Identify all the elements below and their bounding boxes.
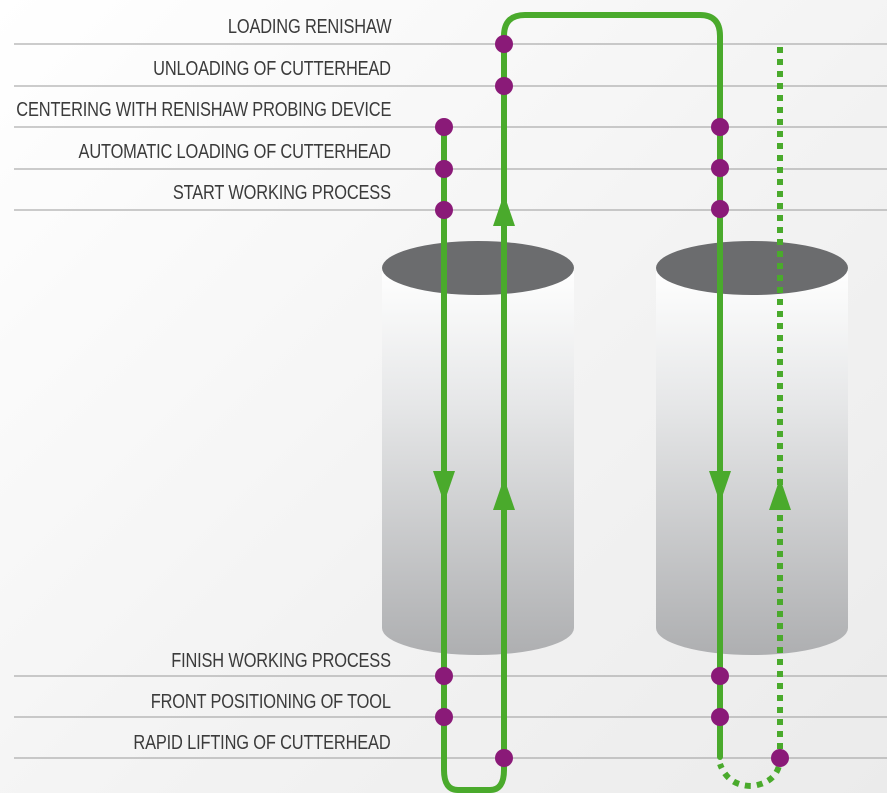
step-marker bbox=[435, 201, 453, 219]
workpiece-cylinder-right bbox=[656, 241, 848, 655]
label-start-working: START WORKING PROCESS bbox=[173, 182, 391, 204]
step-marker bbox=[711, 200, 729, 218]
up-arrow-icon bbox=[493, 194, 515, 226]
step-marker bbox=[711, 118, 729, 136]
step-marker bbox=[435, 118, 453, 136]
workpiece-cylinder-left bbox=[382, 241, 574, 655]
label-unloading-cutterhead: UNLOADING OF CUTTERHEAD bbox=[153, 58, 391, 80]
label-automatic-loading: AUTOMATIC LOADING OF CUTTERHEAD bbox=[78, 141, 391, 163]
step-marker bbox=[435, 160, 453, 178]
step-marker bbox=[495, 35, 513, 53]
down-arrow-icon bbox=[709, 471, 731, 503]
step-marker bbox=[711, 667, 729, 685]
step-marker bbox=[711, 159, 729, 177]
up-arrow-icon bbox=[769, 478, 791, 510]
up-arrow-icon bbox=[493, 478, 515, 510]
tool-path-dotted-return bbox=[717, 47, 783, 789]
step-marker bbox=[495, 749, 513, 767]
down-arrow-icon bbox=[433, 471, 455, 503]
tool-path-left bbox=[441, 12, 723, 793]
step-marker bbox=[435, 667, 453, 685]
step-marker bbox=[495, 77, 513, 95]
label-finish-working: FINISH WORKING PROCESS bbox=[171, 650, 391, 672]
step-marker bbox=[771, 749, 789, 767]
step-marker bbox=[435, 708, 453, 726]
label-centering: CENTERING WITH RENISHAW PROBING DEVICE bbox=[16, 99, 391, 121]
step-marker bbox=[711, 708, 729, 726]
label-loading-renishaw: LOADING RENISHAW bbox=[227, 16, 391, 38]
label-rapid-lifting: RAPID LIFTING OF CUTTERHEAD bbox=[133, 732, 391, 754]
label-front-positioning: FRONT POSITIONING OF TOOL bbox=[150, 691, 391, 713]
